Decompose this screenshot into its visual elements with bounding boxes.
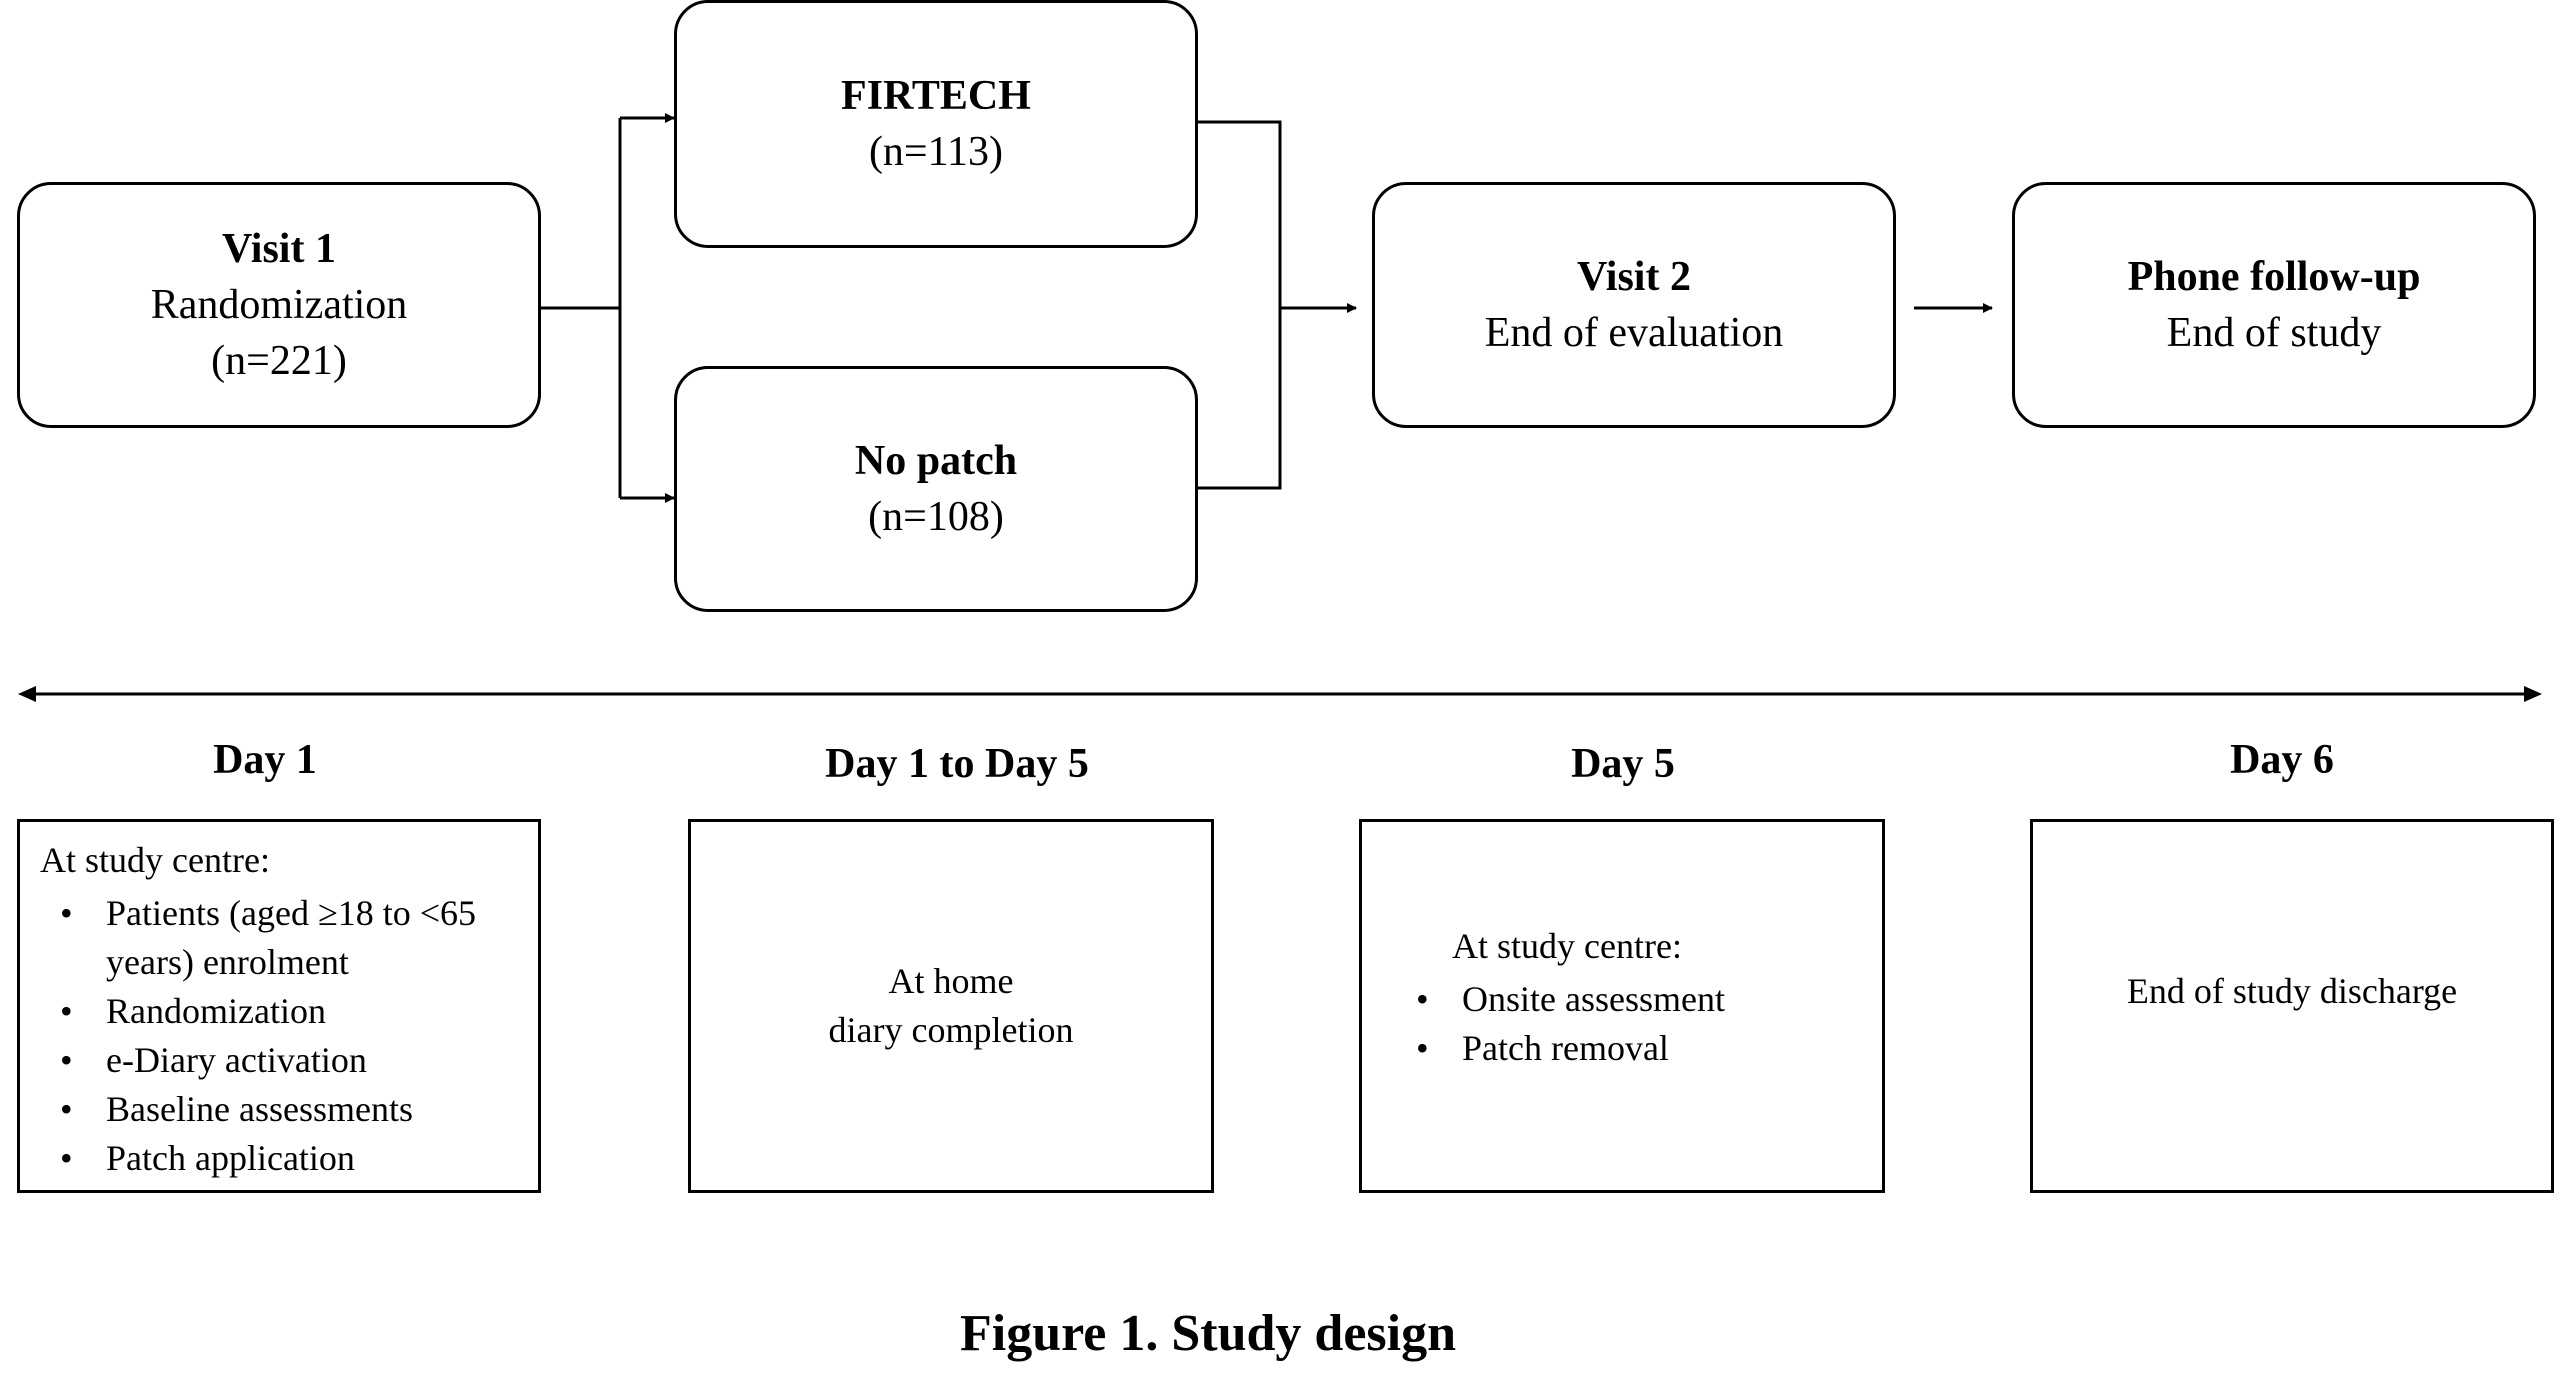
day1-list: Patients (aged ≥18 to <65 years) enrolme… bbox=[40, 889, 518, 1183]
visit1-line1: Randomization bbox=[150, 282, 408, 328]
phone-node: Phone follow-up End of study bbox=[2012, 182, 2536, 428]
day-label-6: Day 6 bbox=[2230, 737, 2334, 783]
list-item: e-Diary activation bbox=[40, 1036, 518, 1085]
day6-box: End of study discharge bbox=[2030, 819, 2554, 1193]
visit1-line2: (n=221) bbox=[211, 338, 347, 384]
visit1-title: Visit 1 bbox=[222, 226, 336, 272]
day1to5-box: At home diary completion bbox=[688, 819, 1214, 1193]
day-label-1-5: Day 1 to Day 5 bbox=[825, 741, 1089, 787]
nopatch-count: (n=108) bbox=[868, 494, 1004, 540]
visit2-node: Visit 2 End of evaluation bbox=[1372, 182, 1896, 428]
day6-line1: End of study discharge bbox=[2126, 970, 2458, 1011]
firtech-count: (n=113) bbox=[868, 129, 1004, 175]
day-label-1: Day 1 bbox=[213, 737, 317, 783]
nopatch-node: No patch (n=108) bbox=[674, 366, 1198, 612]
day1to5-line1: At home bbox=[888, 961, 1014, 1001]
list-item: Patch removal bbox=[1396, 1024, 1882, 1073]
visit2-title: Visit 2 bbox=[1577, 254, 1691, 300]
firtech-node: FIRTECH (n=113) bbox=[674, 0, 1198, 248]
day5-list: Onsite assessment Patch removal bbox=[1362, 975, 1882, 1073]
list-item: Onsite assessment bbox=[1396, 975, 1882, 1024]
day5-box: At study centre: Onsite assessment Patch… bbox=[1359, 819, 1885, 1193]
phone-line1: End of study bbox=[2166, 310, 2382, 356]
figure-caption: Figure 1. Study design bbox=[959, 1305, 1457, 1362]
day1to5-line2: diary completion bbox=[828, 1010, 1074, 1050]
day-label-5: Day 5 bbox=[1571, 741, 1675, 787]
nopatch-title: No patch bbox=[854, 438, 1018, 484]
list-item: Baseline assessments bbox=[40, 1085, 518, 1134]
day1-box: At study centre: Patients (aged ≥18 to <… bbox=[17, 819, 541, 1193]
list-item: Patch application bbox=[40, 1134, 518, 1183]
phone-title: Phone follow-up bbox=[2127, 254, 2421, 300]
timeline-right-arrowhead bbox=[2524, 686, 2542, 702]
day5-header: At study centre: bbox=[1452, 926, 1682, 966]
list-item: Randomization bbox=[40, 987, 518, 1036]
firtech-title: FIRTECH bbox=[841, 73, 1031, 119]
visit1-node: Visit 1 Randomization (n=221) bbox=[17, 182, 541, 428]
timeline-left-arrowhead bbox=[18, 686, 36, 702]
connector-firtech-merge bbox=[1198, 120, 1282, 490]
day1-header: At study centre: bbox=[40, 840, 270, 880]
visit2-line1: End of evaluation bbox=[1484, 310, 1784, 356]
list-item: Patients (aged ≥18 to <65 years) enrolme… bbox=[40, 889, 518, 987]
